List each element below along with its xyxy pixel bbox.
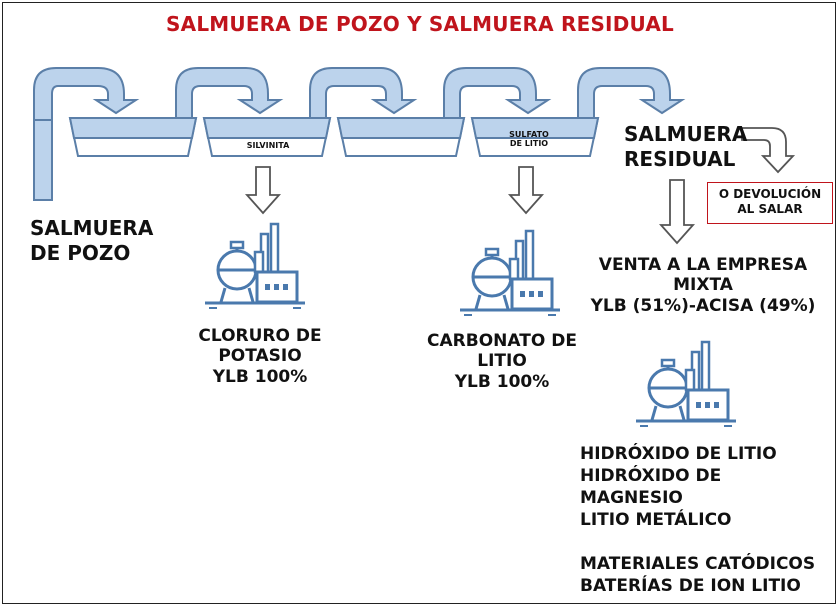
- inlet-label: SALMUERA DE POZO: [30, 216, 154, 265]
- derivative-item: HIDRÓXIDO DE LITIO: [580, 444, 777, 464]
- derivative-spacer: [580, 531, 815, 553]
- arrow-down-sale: [658, 179, 696, 245]
- arrow-return: [741, 127, 796, 174]
- sale-label: VENTA A LA EMPRESA MIXTA YLB (51%)-ACISA…: [590, 255, 816, 316]
- pond-label-sulfato: SULFATO DE LITIO: [509, 130, 549, 148]
- arrow-down-potash: [244, 166, 282, 215]
- derivative-item: BATERÍAS DE ION LITIO: [580, 576, 801, 597]
- derivative-item: MAGNESIO: [580, 488, 683, 509]
- pond-label-silvinita: SILVINITA: [246, 141, 290, 150]
- diagram-title: SALMUERA DE POZO Y SALMUERA RESIDUAL: [166, 12, 674, 36]
- derivative-item: HIDRÓXIDO DE: [580, 466, 722, 487]
- factory-icon-potash: [203, 222, 307, 310]
- derivatives-list: HIDRÓXIDO DE LITIO HIDRÓXIDO DE MAGNESIO…: [580, 443, 815, 598]
- evaporation-ponds: [68, 117, 600, 157]
- derivative-item: LITIO METÁLICO: [580, 510, 732, 531]
- derivative-item: MATERIALES CATÓDICOS: [580, 554, 816, 575]
- well-pipe: [33, 67, 140, 201]
- pond-connectors: [175, 67, 686, 127]
- down-arrows: [244, 127, 796, 245]
- factory-icon-carbonate: [458, 229, 562, 317]
- product-potash: CLORURO DE POTASIO YLB 100%: [198, 326, 322, 387]
- product-carbonate: CARBONATO DE LITIO YLB 100%: [427, 331, 577, 392]
- arrow-down-carbonate: [507, 166, 545, 215]
- residual-label: SALMUERA RESIDUAL: [624, 122, 748, 171]
- factory-icon-derivatives: [634, 340, 738, 428]
- return-box: O DEVOLUCIÓN AL SALAR: [707, 182, 833, 224]
